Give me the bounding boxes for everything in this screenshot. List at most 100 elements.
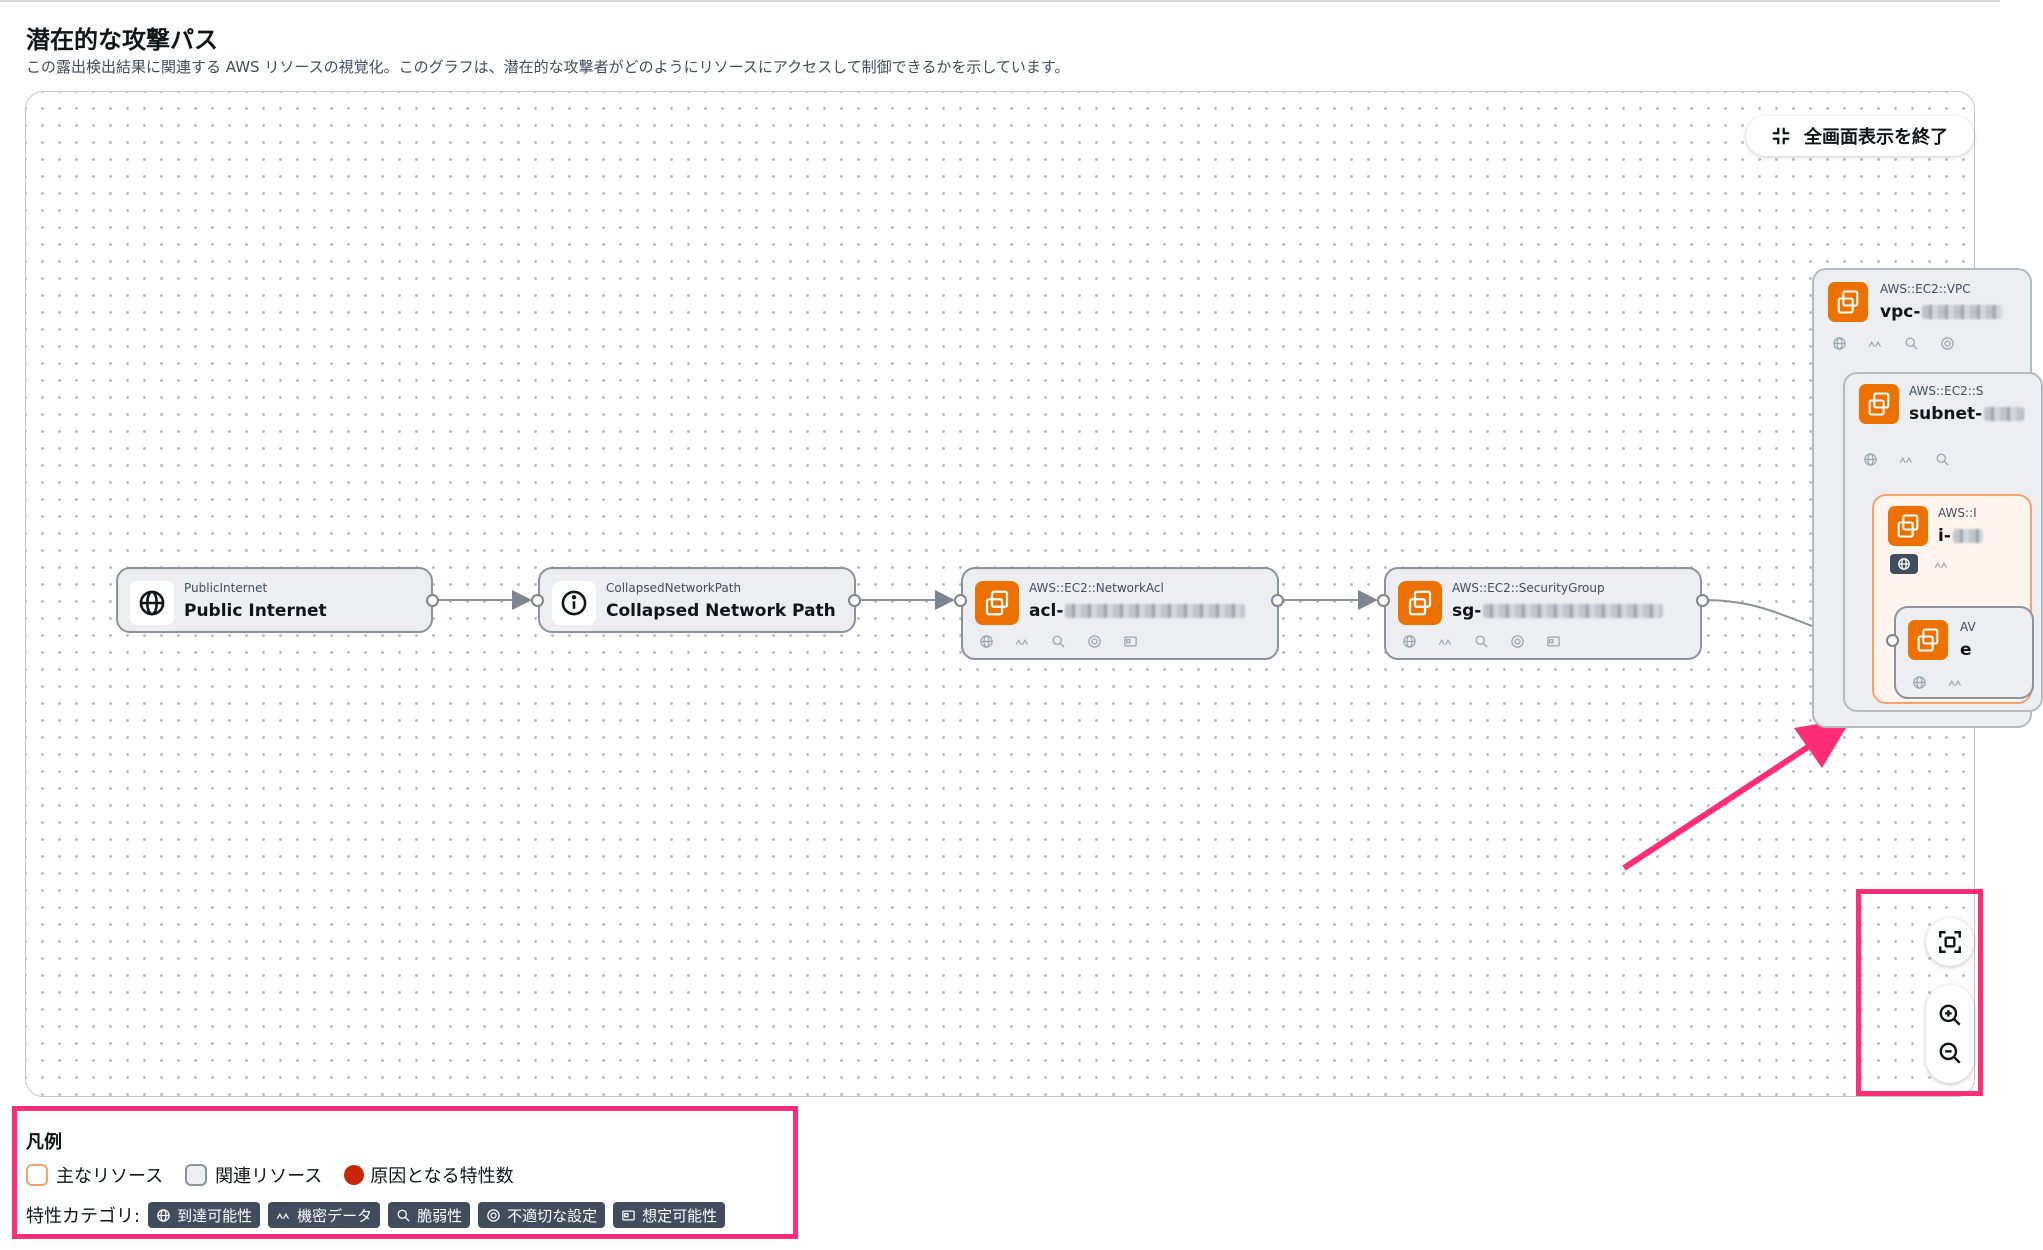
vulnerability-icon: [1931, 450, 1953, 468]
reachability-active-badge: [1890, 554, 1918, 574]
resource-id-prefix: sg-: [1452, 601, 1482, 621]
annotation-arrow: [1622, 729, 1833, 871]
related-resource-label: 関連リソース: [215, 1166, 323, 1187]
vulnerability-icon: [1047, 632, 1069, 650]
page-title: 潜在的な攻撃パス: [26, 26, 218, 54]
ec2-resource-icon: [1908, 620, 1948, 660]
chip-reachability: 到達可能性: [148, 1202, 261, 1228]
trait-badges: [975, 632, 1141, 650]
zoom-controls: [1926, 985, 1974, 1083]
chip-sensitive-data: 機密データ: [268, 1202, 381, 1228]
legend-highlight: [12, 1106, 798, 1239]
group-type-label: AV: [1960, 620, 1976, 634]
sensitive-data-icon: [1930, 555, 1952, 573]
exit-fullscreen-label: 全画面表示を終了: [1804, 127, 1948, 148]
group-type-label: AWS::EC2::VPC: [1880, 282, 1971, 296]
group-name-label: subnet-: [1909, 404, 2025, 424]
port-out[interactable]: [1271, 594, 1284, 607]
reachability-icon: [1828, 334, 1850, 352]
port-in[interactable]: [954, 594, 967, 607]
node-collapsed-network-path[interactable]: CollapsedNetworkPath Collapsed Network P…: [538, 567, 856, 633]
group-network-interface[interactable]: AV e: [1894, 606, 2034, 699]
fit-to-view-control[interactable]: [1926, 918, 1974, 966]
sensitive-data-icon: [1895, 450, 1917, 468]
primary-resource-label: 主なリソース: [56, 1166, 164, 1187]
zoom-in-icon[interactable]: [1937, 1002, 1963, 1028]
group-name-label: vpc-: [1880, 302, 2003, 322]
chip-assumability: 想定可能性: [613, 1202, 726, 1228]
group-type-label: AWS::EC2::S: [1909, 384, 1984, 398]
assumability-icon: [1542, 632, 1564, 650]
reachability-icon: [1859, 450, 1881, 468]
ec2-resource-icon: [1828, 282, 1868, 322]
node-name-label: acl-: [1029, 601, 1246, 621]
legend: 凡例 主なリソース 関連リソース 原因となる特性数 特性カテゴリ: 到達可能性 …: [26, 1128, 726, 1228]
redacted-id: [1483, 604, 1664, 618]
legend-resource-types: 主なリソース 関連リソース 原因となる特性数: [26, 1162, 514, 1188]
zoom-controls-highlight: [1856, 889, 1983, 1096]
redacted-id: [1952, 529, 1983, 543]
node-name-label: Public Internet: [184, 601, 327, 621]
zoom-out-icon[interactable]: [1937, 1040, 1963, 1066]
group-type-label: AWS::I: [1938, 506, 1977, 520]
reachability-icon: [1908, 673, 1930, 691]
top-divider: [0, 0, 2000, 2]
ec2-resource-icon: [975, 581, 1019, 625]
trait-badges: [1398, 632, 1564, 650]
resource-id-prefix: acl-: [1029, 601, 1064, 621]
port-out[interactable]: [426, 594, 439, 607]
vulnerability-icon: [1900, 334, 1922, 352]
group-name-label: i-: [1938, 526, 1983, 546]
globe-icon: [157, 1208, 170, 1222]
contributing-trait-dot: [344, 1165, 365, 1185]
node-name-label: sg-: [1452, 601, 1664, 621]
globe-icon: [130, 581, 174, 625]
graph-edges: [432, 590, 1888, 871]
sensitive-data-icon: [1944, 673, 1966, 691]
page-description: この露出検出結果に関連する AWS リソースの視覚化。このグラフは、潜在的な攻撃…: [26, 58, 1070, 76]
node-network-acl[interactable]: AWS::EC2::NetworkAcl acl-: [961, 567, 1279, 660]
port-out[interactable]: [848, 594, 861, 607]
node-security-group[interactable]: AWS::EC2::SecurityGroup sg-: [1384, 567, 1702, 660]
primary-resource-swatch: [26, 1164, 48, 1186]
exit-fullscreen-button[interactable]: 全画面表示を終了: [1746, 116, 1974, 156]
group-name-label: e: [1960, 640, 1972, 660]
chip-vulnerability: 脆弱性: [388, 1202, 471, 1228]
collapse-icon: [1772, 127, 1790, 145]
port-in[interactable]: [531, 594, 544, 607]
node-type-label: AWS::EC2::SecurityGroup: [1452, 581, 1605, 595]
legend-trait-categories: 特性カテゴリ: 到達可能性 機密データ 脆弱性 不適切な設定 想定可能性: [26, 1202, 726, 1228]
redacted-id: [1984, 407, 2025, 421]
redacted-id: [1922, 305, 2003, 319]
id-card-icon: [622, 1210, 635, 1220]
port-in[interactable]: [1377, 594, 1390, 607]
trait-badges: [1859, 450, 1953, 468]
port-in[interactable]: [1886, 634, 1899, 647]
node-name-label: Collapsed Network Path: [606, 601, 836, 621]
sensitive-data-icon: [276, 1212, 290, 1219]
assumability-icon: [1119, 632, 1141, 650]
legend-title: 凡例: [26, 1132, 62, 1153]
node-public-internet[interactable]: PublicInternet Public Internet: [116, 567, 433, 633]
trait-badges: [1828, 334, 1958, 352]
node-type-label: AWS::EC2::NetworkAcl: [1029, 581, 1164, 595]
contributing-traits-label: 原因となる特性数: [370, 1166, 514, 1187]
sensitive-data-icon: [1434, 632, 1456, 650]
chip-misconfiguration: 不適切な設定: [478, 1202, 606, 1228]
misconfiguration-icon: [1936, 334, 1958, 352]
reachability-icon: [975, 632, 997, 650]
trait-badges: [1908, 673, 1966, 691]
misconfiguration-icon: [1506, 632, 1528, 650]
port-out[interactable]: [1696, 594, 1709, 607]
ec2-resource-icon: [1859, 384, 1899, 424]
vulnerability-icon: [1470, 632, 1492, 650]
attack-path-graph-canvas[interactable]: 全画面表示を終了 PublicInternet Public Internet …: [25, 91, 2043, 1097]
node-type-label: CollapsedNetworkPath: [606, 581, 742, 595]
target-icon: [487, 1208, 500, 1222]
ec2-resource-icon: [1888, 506, 1928, 546]
trait-category-label: 特性カテゴリ:: [26, 1206, 141, 1227]
reachability-icon: [1398, 632, 1420, 650]
ec2-resource-icon: [1398, 581, 1442, 625]
redacted-id: [1065, 604, 1246, 618]
magnifier-icon: [397, 1209, 410, 1222]
